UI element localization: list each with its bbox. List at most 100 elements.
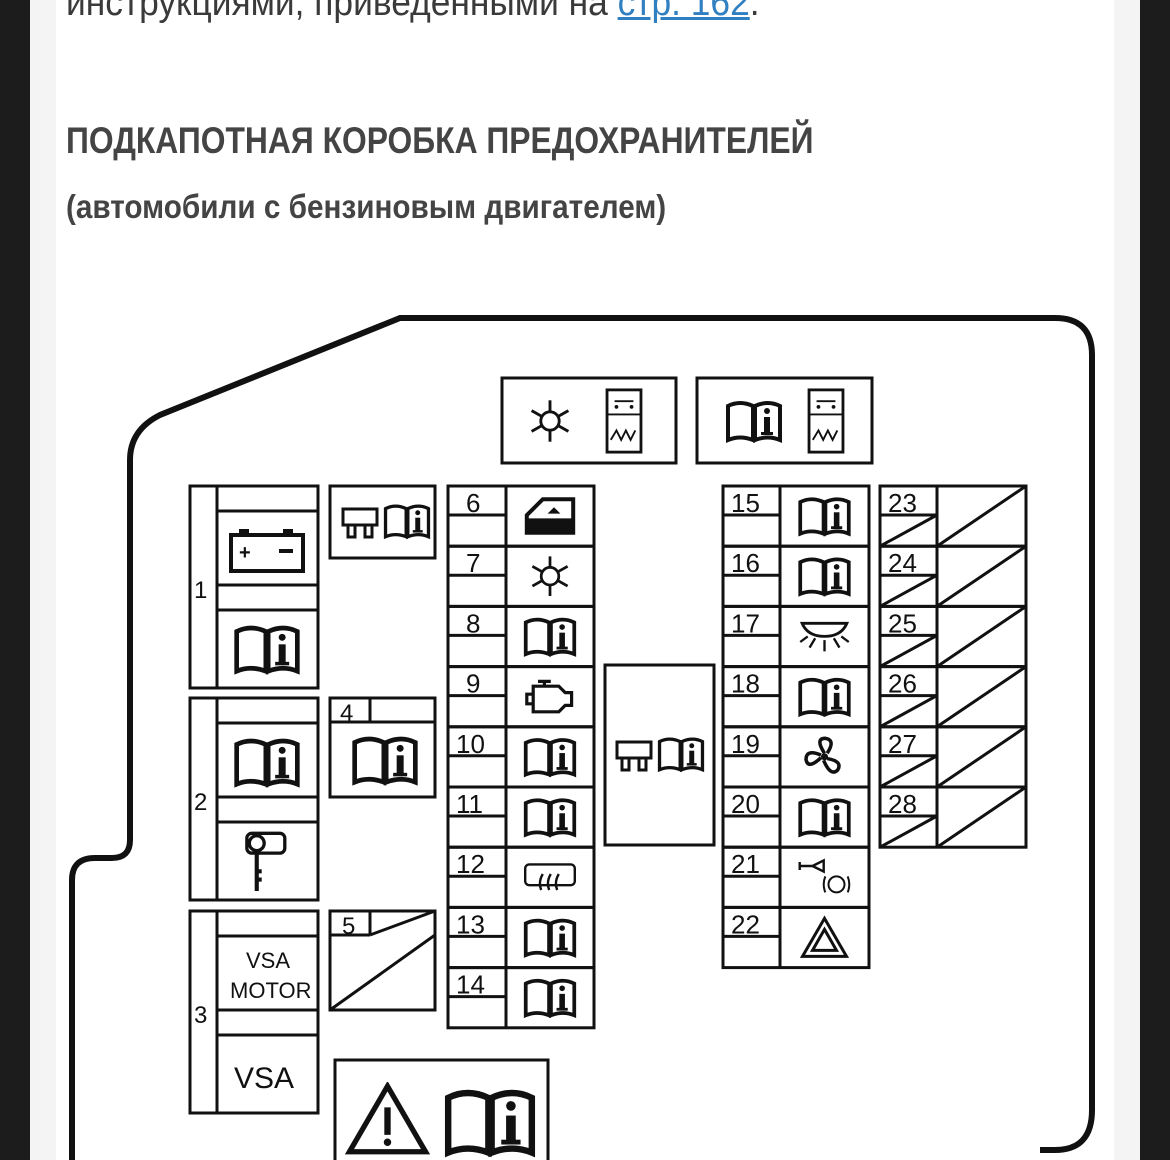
fuse-13: 13 bbox=[446, 905, 596, 970]
fuse-27: 27 bbox=[878, 725, 1028, 789]
fuse-16: 16 bbox=[721, 544, 871, 608]
hazard-icon bbox=[800, 916, 849, 959]
section-heading: ПОДКАПОТНАЯ КОРОБКА ПРЕДОХРАНИТЕЛЕЙ bbox=[66, 120, 814, 161]
fuse-17: 17 bbox=[721, 604, 871, 669]
fuse-number: 24 bbox=[888, 548, 917, 578]
fuse-number: 18 bbox=[731, 669, 760, 699]
fuse-box-housing bbox=[69, 315, 1095, 1160]
fuse-28: 28 bbox=[878, 785, 1028, 849]
fuse-9: 9 bbox=[446, 665, 596, 729]
snowflake-icon bbox=[530, 554, 570, 598]
fuse-number: 10 bbox=[456, 729, 485, 759]
fuse-number: 26 bbox=[888, 669, 917, 699]
fuse-11: 11 bbox=[446, 785, 596, 849]
fuse-number: 9 bbox=[466, 669, 480, 699]
fuse-group-2: 2 bbox=[188, 696, 320, 902]
group-label: 1 bbox=[194, 577, 207, 604]
group-label: 3 bbox=[194, 1002, 207, 1029]
vsa-motor-label-1: VSA bbox=[246, 948, 290, 973]
power-window-icon bbox=[527, 499, 573, 533]
fuse-number: 14 bbox=[456, 970, 485, 1000]
fuse-8: 8 bbox=[446, 604, 596, 669]
relay-info bbox=[695, 376, 874, 465]
fuse-box-middle bbox=[603, 663, 716, 847]
page-link[interactable]: стр. 162 bbox=[617, 0, 750, 24]
fuse-number: 17 bbox=[731, 608, 760, 638]
book-info-icon bbox=[798, 677, 851, 717]
intro-text: инструкциями, приведенными на bbox=[66, 0, 618, 24]
fuse-14: 14 bbox=[446, 966, 596, 1030]
vsa-motor-label-2: MOTOR bbox=[230, 978, 311, 1003]
book-info-icon bbox=[523, 738, 577, 777]
book-info-icon bbox=[798, 497, 851, 536]
book-info-icon bbox=[237, 741, 298, 784]
fuse-number: 28 bbox=[888, 789, 917, 819]
book-info-icon bbox=[523, 978, 577, 1018]
fuse-21: 21 bbox=[721, 845, 871, 909]
relay-ac bbox=[500, 376, 678, 465]
book-info-icon bbox=[383, 504, 431, 539]
fuse-box-small bbox=[328, 484, 437, 560]
warning-label bbox=[333, 1058, 550, 1160]
fuse-number: 6 bbox=[466, 488, 480, 518]
fuse-number: 7 bbox=[466, 548, 480, 578]
fuse-26: 26 bbox=[878, 665, 1028, 729]
book-info-icon bbox=[448, 1093, 532, 1153]
rear-defroster-icon bbox=[523, 862, 577, 892]
fuse-number: 11 bbox=[456, 789, 483, 819]
fuse-12: 12 bbox=[446, 845, 596, 909]
relay-icon bbox=[605, 388, 643, 454]
fuse-column-15-22: 15 16 17 18 19 20 21 22 bbox=[721, 484, 871, 970]
snowflake-icon bbox=[530, 398, 570, 444]
book-info-icon bbox=[523, 798, 577, 837]
fan-icon bbox=[806, 738, 839, 772]
group-label: 2 bbox=[194, 789, 207, 816]
fuse-number: 8 bbox=[466, 608, 480, 638]
book-info-icon bbox=[237, 628, 298, 671]
fuse-number: 22 bbox=[731, 909, 760, 939]
book-info-icon bbox=[798, 557, 851, 596]
relay-icon bbox=[807, 388, 845, 454]
book-info-icon bbox=[657, 737, 705, 772]
book-info-icon bbox=[523, 918, 577, 958]
fuse-10: 10 bbox=[446, 725, 596, 789]
book-info-icon bbox=[355, 739, 416, 782]
book-info-icon bbox=[523, 617, 577, 657]
fuse-icon bbox=[341, 507, 379, 539]
fuse-number: 19 bbox=[731, 729, 760, 759]
horn-icon bbox=[798, 859, 851, 894]
vsa-label: VSA bbox=[234, 1062, 294, 1095]
battery-icon bbox=[229, 527, 305, 573]
fuse-number: 23 bbox=[888, 488, 917, 518]
fuse-5: 5 bbox=[328, 909, 437, 1012]
fuse-25: 25 bbox=[878, 604, 1028, 669]
fuse-column-6-14: 6 7 8 9 10 11 12 13 14 bbox=[446, 484, 596, 1030]
intro-paragraph: инструкциями, приведенными на стр. 162. bbox=[66, 0, 760, 25]
fuse-number: 15 bbox=[731, 488, 760, 518]
engine-icon bbox=[525, 679, 574, 714]
fuse-number: 4 bbox=[340, 700, 353, 727]
section-subheading: (автомобили с бензиновым двигателем) bbox=[66, 188, 667, 225]
fuse-20: 20 bbox=[721, 785, 871, 849]
fuse-4: 4 bbox=[328, 696, 437, 799]
fuse-number: 16 bbox=[731, 548, 760, 578]
fuse-number: 21 bbox=[731, 849, 760, 879]
fuse-number: 12 bbox=[456, 849, 485, 879]
fuse-15: 15 bbox=[721, 484, 871, 548]
interior-light-icon bbox=[798, 621, 851, 653]
fuse-number: 5 bbox=[342, 913, 355, 940]
intro-period: . bbox=[749, 0, 760, 24]
book-info-icon bbox=[798, 798, 851, 837]
fuse-24: 24 bbox=[878, 544, 1028, 608]
fuse-number: 20 bbox=[731, 789, 760, 819]
book-info-icon bbox=[726, 401, 782, 442]
warning-icon bbox=[349, 1086, 425, 1152]
fuse-22: 22 bbox=[721, 905, 871, 970]
fuse-number: 13 bbox=[456, 909, 485, 939]
fuse-group-1: 1 bbox=[188, 484, 320, 690]
fuse-18: 18 bbox=[721, 665, 871, 729]
